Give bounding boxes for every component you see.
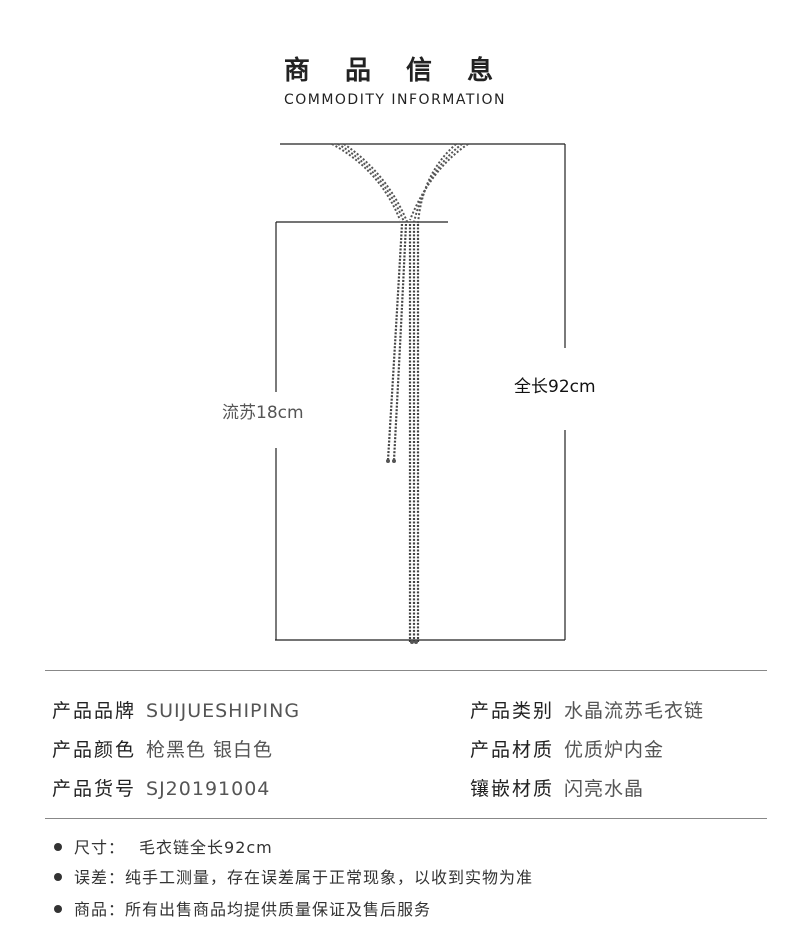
spec-material: 产品材质优质炉内金 — [470, 735, 664, 762]
chain-right-arm — [409, 143, 469, 225]
spec-key: 镶嵌材质 — [470, 778, 555, 800]
note-label: 误差： — [74, 868, 126, 887]
note-goods: 商品：所有出售商品均提供质量保证及售后服务 — [54, 896, 431, 920]
spec-value: SJ20191004 — [146, 778, 271, 800]
divider-top — [45, 670, 767, 671]
total-length-label: 全长92cm — [514, 377, 596, 397]
spec-key: 产品颜色 — [52, 739, 137, 761]
page-title-cn: 商 品 信 息 — [283, 56, 507, 86]
note-text: 毛衣链全长92cm — [139, 838, 273, 857]
spec-category: 产品类别水晶流苏毛衣链 — [470, 696, 704, 723]
spec-key: 产品材质 — [470, 739, 555, 761]
spec-key: 产品类别 — [470, 700, 555, 722]
necklace-illustration — [275, 143, 566, 644]
tassel-ends — [386, 459, 418, 644]
spec-brand: 产品品牌 SUIJUESHIPING — [52, 696, 300, 723]
spec-value: SUIJUESHIPING — [146, 700, 301, 722]
page-title-en: COMMODITY INFORMATION — [283, 92, 507, 108]
tassel-length-bracket — [275, 221, 448, 640]
spec-value: 水晶流苏毛衣链 — [564, 700, 705, 722]
bullet-icon — [54, 904, 62, 913]
total-length-bracket — [275, 143, 566, 641]
chain-left-arm — [331, 143, 409, 225]
note-size: 尺寸： 毛衣链全长92cm — [54, 834, 273, 858]
note-label: 商品： — [74, 900, 126, 919]
product-image-area: 流苏18cm 全长92cm — [0, 130, 790, 670]
note-text: 纯手工测量，存在误差属于正常现象，以收到实物为准 — [125, 868, 534, 887]
tassel-length-label: 流苏18cm — [222, 403, 304, 423]
note-text: 所有出售商品均提供质量保证及售后服务 — [125, 900, 432, 919]
divider-bottom — [45, 818, 767, 819]
bullet-icon — [54, 842, 62, 851]
spec-key: 产品货号 — [52, 778, 137, 800]
note-label: 尺寸： — [74, 838, 126, 857]
spec-value: 闪亮水晶 — [564, 778, 645, 800]
spec-value: 优质炉内金 — [564, 739, 665, 761]
spec-inlay: 镶嵌材质闪亮水晶 — [470, 774, 644, 801]
note-error: 误差：纯手工测量，存在误差属于正常现象，以收到实物为准 — [54, 864, 533, 888]
spec-sku: 产品货号 SJ20191004 — [52, 774, 270, 801]
bullet-icon — [54, 872, 62, 881]
spec-key: 产品品牌 — [52, 700, 137, 722]
tassel-strands — [386, 223, 420, 642]
spec-color: 产品颜色枪黑色 银白色 — [52, 735, 273, 762]
spec-value: 枪黑色 银白色 — [146, 739, 274, 761]
